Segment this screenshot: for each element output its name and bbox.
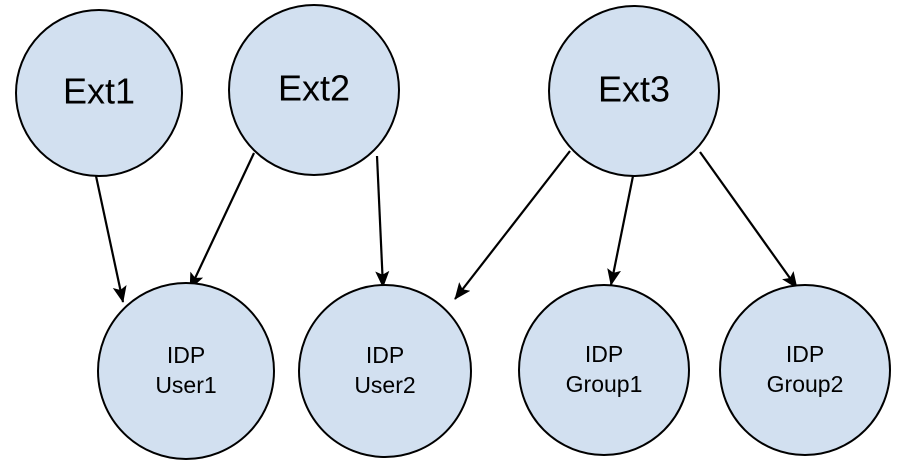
node-idp-group2[interactable]: IDP Group2	[719, 284, 891, 456]
node-idp-user1[interactable]: IDP User1	[97, 282, 275, 460]
edge-ext1-to-idp-user1	[94, 175, 127, 303]
node-label-line1-idp-group1: IDP	[585, 341, 623, 367]
node-idp-group1[interactable]: IDP Group1	[518, 284, 690, 456]
node-circle-ext1[interactable]	[15, 9, 183, 177]
edge-ext3-to-idp-group1	[607, 175, 635, 286]
node-circle-ext2[interactable]	[228, 4, 400, 176]
node-idp-user2[interactable]: IDP User2	[298, 284, 472, 458]
node-label-line1-idp-user2: IDP	[366, 342, 404, 368]
node-circle-idp-user1[interactable]	[97, 282, 275, 460]
node-ext2[interactable]: Ext2	[228, 4, 400, 176]
edge-ext3-to-idp-group2	[699, 151, 798, 289]
node-ext3[interactable]: Ext3	[548, 5, 720, 177]
node-label-line1-idp-group2: IDP	[786, 341, 824, 367]
edge-ext2-to-idp-user2	[375, 155, 390, 288]
node-label-ext2: Ext2	[278, 68, 350, 109]
node-circle-idp-group1[interactable]	[518, 284, 690, 456]
node-label-ext3: Ext3	[598, 69, 670, 110]
node-label-line2-idp-group2: Group2	[767, 371, 844, 397]
node-label-line2-idp-user1: User1	[155, 372, 216, 398]
node-label-line2-idp-user2: User2	[354, 372, 415, 398]
edge-ext2-to-idp-user1	[189, 152, 255, 290]
node-ext1[interactable]: Ext1	[15, 9, 183, 177]
node-circle-ext3[interactable]	[548, 5, 720, 177]
edges-layer	[94, 150, 798, 303]
node-circle-idp-group2[interactable]	[719, 284, 891, 456]
node-label-line2-idp-group1: Group1	[566, 371, 643, 397]
node-circle-idp-user2[interactable]	[298, 284, 472, 458]
node-label-line1-idp-user1: IDP	[167, 342, 205, 368]
edge-ext3-to-idp-user2	[454, 150, 571, 300]
node-label-ext1: Ext1	[63, 71, 135, 112]
